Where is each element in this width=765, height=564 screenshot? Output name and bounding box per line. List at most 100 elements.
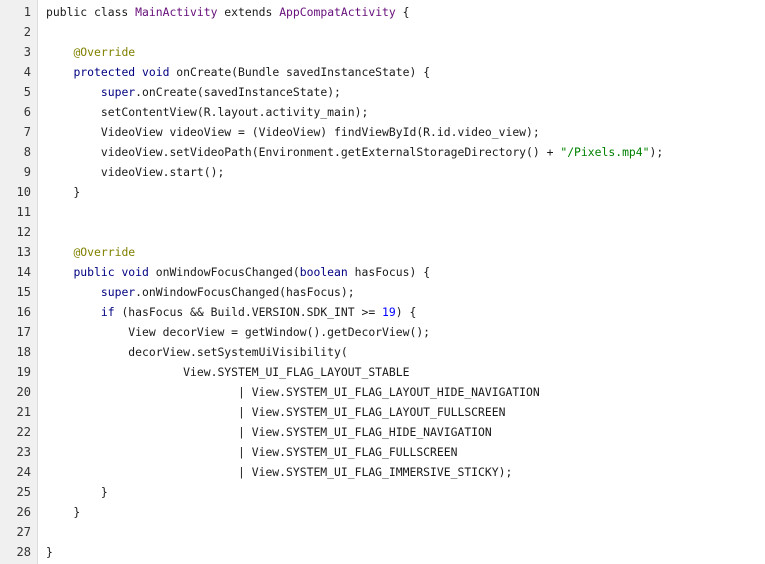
code-text: | View.SYSTEM_UI_FLAG_FULLSCREEN: [46, 442, 457, 462]
line-number: 9: [23, 165, 31, 179]
code-text: | View.SYSTEM_UI_FLAG_IMMERSIVE_STICKY);: [46, 462, 512, 482]
line-number: 22: [16, 425, 31, 439]
code-line[interactable]: 20 | View.SYSTEM_UI_FLAG_LAYOUT_HIDE_NAV…: [0, 382, 765, 402]
code-line[interactable]: 15 super.onWindowFocusChanged(hasFocus);: [0, 282, 765, 302]
line-number: 28: [16, 545, 31, 559]
code-line[interactable]: 7 VideoView videoView = (VideoView) find…: [0, 122, 765, 142]
line-number: 4: [23, 65, 31, 79]
code-text: public void onWindowFocusChanged(boolean…: [46, 262, 430, 282]
code-text: public class MainActivity extends AppCom…: [46, 2, 410, 22]
code-line[interactable]: 1 public class MainActivity extends AppCo…: [0, 2, 765, 22]
code-line[interactable]: 26 }: [0, 502, 765, 522]
code-token-plain: [46, 45, 73, 59]
code-token-plain: View decorView = getWindow().getDecorVie…: [46, 325, 431, 339]
code-text: super.onCreate(savedInstanceState);: [46, 82, 341, 102]
line-number: 21: [16, 405, 31, 419]
code-text: | View.SYSTEM_UI_FLAG_HIDE_NAVIGATION: [46, 422, 492, 442]
code-text: | View.SYSTEM_UI_FLAG_LAYOUT_HIDE_NAVIGA…: [46, 382, 540, 402]
code-line[interactable]: 25 }: [0, 482, 765, 502]
code-text: }: [46, 182, 80, 202]
code-text: @Override: [46, 42, 135, 62]
code-token-plain: {: [395, 5, 410, 19]
code-token-keyword: super: [100, 85, 136, 99]
code-text: View decorView = getWindow().getDecorVie…: [46, 322, 430, 342]
code-token-keyword: super: [100, 285, 136, 299]
line-number: 16: [16, 305, 31, 319]
line-number: 15: [16, 285, 31, 299]
code-token-string: "/Pixels.mp4": [560, 145, 650, 159]
line-number: 3: [23, 45, 31, 59]
code-text: if (hasFocus && Build.VERSION.SDK_INT >=…: [46, 302, 416, 322]
code-token-keyword: if: [100, 305, 115, 319]
code-line[interactable]: 19 View.SYSTEM_UI_FLAG_LAYOUT_STABLE: [0, 362, 765, 382]
code-token-plain: public class: [46, 5, 136, 19]
code-token-plain: View.SYSTEM_UI_FLAG_LAYOUT_STABLE: [46, 365, 410, 379]
code-token-plain: ) {: [395, 305, 417, 319]
code-line[interactable]: 3 @Override: [0, 42, 765, 62]
code-line[interactable]: 23 | View.SYSTEM_UI_FLAG_FULLSCREEN: [0, 442, 765, 462]
code-token-plain: onCreate(Bundle savedInstanceState) {: [169, 65, 431, 79]
line-number: 11: [16, 205, 31, 219]
code-text: super.onWindowFocusChanged(hasFocus);: [46, 282, 355, 302]
code-line[interactable]: 17 View decorView = getWindow().getDecor…: [0, 322, 765, 342]
code-token-plain: onWindowFocusChanged(: [148, 265, 300, 279]
code-token-plain: [46, 85, 101, 99]
code-line[interactable]: 5 super.onCreate(savedInstanceState);: [0, 82, 765, 102]
code-line[interactable]: 8 videoView.setVideoPath(Environment.get…: [0, 142, 765, 162]
code-text: setContentView(R.layout.activity_main);: [46, 102, 368, 122]
code-text: @Override: [46, 242, 135, 262]
line-number: 25: [16, 485, 31, 499]
code-line[interactable]: 4 protected void onCreate(Bundle savedIn…: [0, 62, 765, 82]
code-token-plain: | View.SYSTEM_UI_FLAG_FULLSCREEN: [46, 445, 458, 459]
code-line[interactable]: 6 setContentView(R.layout.activity_main)…: [0, 102, 765, 122]
code-token-plain: .onCreate(savedInstanceState);: [135, 85, 341, 99]
line-number: 19: [16, 365, 31, 379]
code-token-plain: hasFocus) {: [347, 265, 431, 279]
code-token-annotation: @Override: [73, 45, 136, 59]
code-token-plain: | View.SYSTEM_UI_FLAG_LAYOUT_FULLSCREEN: [46, 405, 506, 419]
code-token-class: MainActivity: [135, 5, 218, 19]
code-line[interactable]: 2: [0, 22, 765, 42]
code-token-plain: setContentView(R.layout.activity_main);: [46, 105, 369, 119]
code-token-plain: .onWindowFocusChanged(hasFocus);: [135, 285, 355, 299]
code-line[interactable]: 28}: [0, 542, 765, 562]
code-line[interactable]: 9 videoView.start();: [0, 162, 765, 182]
code-text: protected void onCreate(Bundle savedInst…: [46, 62, 430, 82]
code-token-plain: | View.SYSTEM_UI_FLAG_HIDE_NAVIGATION: [46, 425, 492, 439]
code-token-plain: [46, 305, 101, 319]
line-number: 24: [16, 465, 31, 479]
code-line[interactable]: 11: [0, 202, 765, 222]
code-line[interactable]: 13 @Override: [0, 242, 765, 262]
code-token-plain: }: [46, 505, 81, 519]
code-text: View.SYSTEM_UI_FLAG_LAYOUT_STABLE: [46, 362, 409, 382]
code-token-keyword: boolean: [299, 265, 348, 279]
code-line[interactable]: 27: [0, 522, 765, 542]
code-line[interactable]: 10 }: [0, 182, 765, 202]
code-token-plain: [46, 265, 73, 279]
code-line[interactable]: 22 | View.SYSTEM_UI_FLAG_HIDE_NAVIGATION: [0, 422, 765, 442]
line-number: 14: [16, 265, 31, 279]
code-token-plain: | View.SYSTEM_UI_FLAG_LAYOUT_HIDE_NAVIGA…: [46, 385, 540, 399]
line-number: 5: [23, 85, 31, 99]
code-line[interactable]: 12: [0, 222, 765, 242]
code-line[interactable]: 21 | View.SYSTEM_UI_FLAG_LAYOUT_FULLSCRE…: [0, 402, 765, 422]
line-number: 1: [23, 5, 31, 19]
code-line[interactable]: 16 if (hasFocus && Build.VERSION.SDK_INT…: [0, 302, 765, 322]
code-line[interactable]: 14 public void onWindowFocusChanged(bool…: [0, 262, 765, 282]
code-token-keyword: public void: [73, 265, 149, 279]
code-token-plain: [46, 245, 73, 259]
code-line[interactable]: 18 decorView.setSystemUiVisibility(: [0, 342, 765, 362]
code-token-class: AppCompatActivity: [279, 5, 396, 19]
line-number: 17: [16, 325, 31, 339]
code-text: VideoView videoView = (VideoView) findVi…: [46, 122, 540, 142]
line-number: 7: [23, 125, 31, 139]
code-text: videoView.start();: [46, 162, 224, 182]
code-token-plain: videoView.start();: [46, 165, 225, 179]
code-token-plain: extends: [217, 5, 280, 19]
code-text: }: [46, 482, 108, 502]
code-text: }: [46, 502, 80, 522]
code-line[interactable]: 24 | View.SYSTEM_UI_FLAG_IMMERSIVE_STICK…: [0, 462, 765, 482]
code-token-plain: }: [46, 545, 53, 559]
code-token-plain: }: [46, 485, 108, 499]
